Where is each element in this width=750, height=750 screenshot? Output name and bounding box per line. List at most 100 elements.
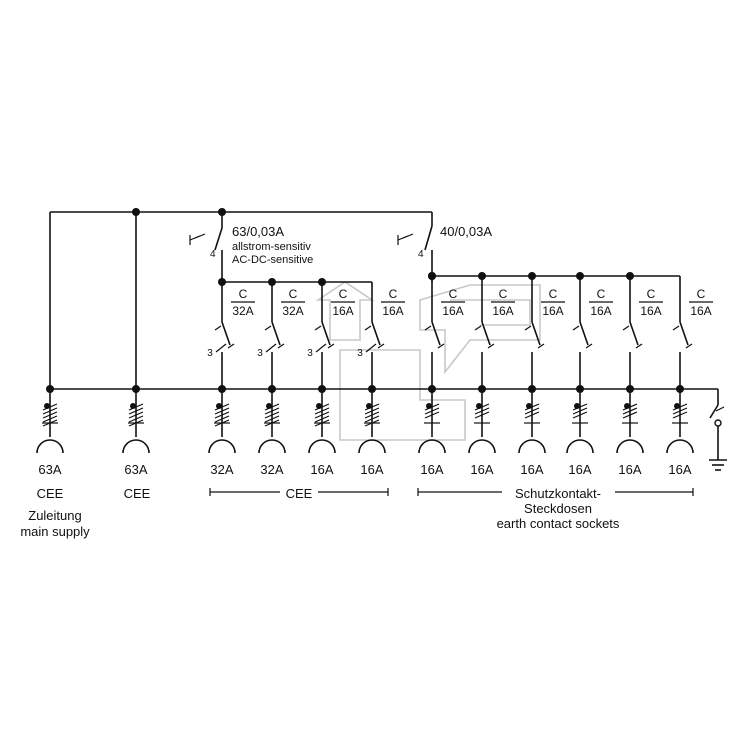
supply-label-de: Zuleitung [28, 508, 81, 523]
conductor-mark [314, 411, 330, 419]
conductor-mark [128, 403, 144, 411]
breaker-mechanism [585, 343, 593, 349]
rcd1-poles: 4 [210, 249, 216, 260]
rcd1-type-en: AC-DC-sensitive [232, 254, 313, 266]
socket-dot [44, 403, 50, 409]
socket-rating-9: 16A [520, 462, 543, 477]
socket-arc [418, 439, 446, 454]
conductor-mark [424, 407, 440, 415]
conductor-mark [622, 411, 638, 419]
conductor-mark [622, 403, 638, 411]
conductor-mark [214, 411, 230, 419]
breaker-poles-4: 3 [357, 348, 363, 359]
breaker-rating-3: 16A [332, 304, 353, 318]
breaker-pole-marker [365, 343, 377, 353]
breaker-switch-blade [371, 321, 381, 346]
conductor-mark [264, 415, 280, 423]
breaker-mechanism [537, 343, 545, 349]
earth-switch-mark [715, 406, 725, 412]
socket-icon [358, 389, 386, 454]
conductor-mark [572, 411, 588, 419]
breaker-poles-1: 3 [207, 348, 213, 359]
labels: 63/0,03A allstrom-sensitiv AC-DC-sensiti… [20, 224, 711, 539]
socket-rating-1: 63A [38, 462, 61, 477]
socket-arc [208, 439, 236, 454]
breaker-curve-2: C [289, 287, 298, 301]
breaker-mechanism [572, 325, 580, 331]
socket-arc [518, 439, 546, 454]
breaker-curve-5: C [449, 287, 458, 301]
group-schuko-line2: Steckdosen [524, 501, 592, 516]
rcd1-rating: 63/0,03A [232, 224, 284, 239]
rcd2-trip-symbol [402, 233, 414, 239]
rcd1-type-de: allstrom-sensitiv [232, 241, 311, 253]
conductor-mark [264, 407, 280, 415]
socket-icon [666, 389, 694, 454]
breaker-rating-1: 32A [232, 304, 253, 318]
breaker-rating-7: 16A [542, 304, 563, 318]
socket-dot [624, 403, 630, 409]
breaker-curve-7: C [549, 287, 558, 301]
socket-arc [308, 439, 336, 454]
socket-rating-8: 16A [470, 462, 493, 477]
breaker-switch-blade [629, 321, 639, 346]
breaker-mechanism [437, 343, 445, 349]
socket-arc [468, 439, 496, 454]
breaker-poles-2: 3 [257, 348, 263, 359]
breaker-mechanism [635, 343, 643, 349]
socket-icon [616, 389, 644, 454]
socket-arc [36, 439, 64, 454]
conductor-mark [42, 407, 58, 415]
conductor-mark [474, 407, 490, 415]
watermark-arrow-icon [315, 281, 541, 441]
socket-dot [526, 403, 532, 409]
socket-arc [616, 439, 644, 454]
breaker-switch-blade [579, 321, 589, 346]
socket-rating-11: 16A [618, 462, 641, 477]
conductor-mark [128, 407, 144, 415]
socket-icon [208, 389, 236, 454]
conductor-mark [264, 411, 280, 419]
breaker-curve-3: C [339, 287, 348, 301]
wiring [36, 208, 727, 496]
socket-rating-6: 16A [360, 462, 383, 477]
junction-dot [132, 208, 140, 216]
socket-dot [426, 403, 432, 409]
socket-icon [36, 389, 64, 454]
socket-arc [358, 439, 386, 454]
breaker-mechanism [377, 343, 385, 349]
breaker-rating-9: 16A [640, 304, 661, 318]
conductor-mark [524, 403, 540, 411]
rcd1-switch-blade [214, 227, 223, 251]
conductor-mark [364, 411, 380, 419]
cee-label-1: CEE [37, 486, 64, 501]
breaker-curve-6: C [499, 287, 508, 301]
breaker-rating-8: 16A [590, 304, 611, 318]
conductor-mark [524, 411, 540, 419]
group-schuko-line3: earth contact sockets [497, 516, 620, 531]
breaker-mechanism [227, 343, 235, 349]
socket-icon [308, 389, 336, 454]
breaker-mechanism [474, 325, 482, 331]
conductor-mark [128, 411, 144, 419]
socket-rating-3: 32A [210, 462, 233, 477]
conductor-mark [364, 415, 380, 423]
conductor-mark [214, 415, 230, 423]
group-schuko-line1: Schutzkontakt- [515, 486, 601, 501]
breaker-switch-blade [679, 321, 689, 346]
socket-arc [666, 439, 694, 454]
breaker-mechanism [487, 343, 495, 349]
socket-rating-7: 16A [420, 462, 443, 477]
breaker-mechanism [277, 343, 285, 349]
conductor-mark [42, 411, 58, 419]
conductor-mark [524, 407, 540, 415]
socket-icon [566, 389, 594, 454]
conductor-mark [264, 403, 280, 411]
socket-icon [518, 389, 546, 454]
breaker-switch-blade [481, 321, 491, 346]
conductor-mark [42, 415, 58, 423]
conductor-mark [474, 411, 490, 419]
socket-icon [418, 389, 446, 454]
breaker-switch-blade [431, 321, 441, 346]
